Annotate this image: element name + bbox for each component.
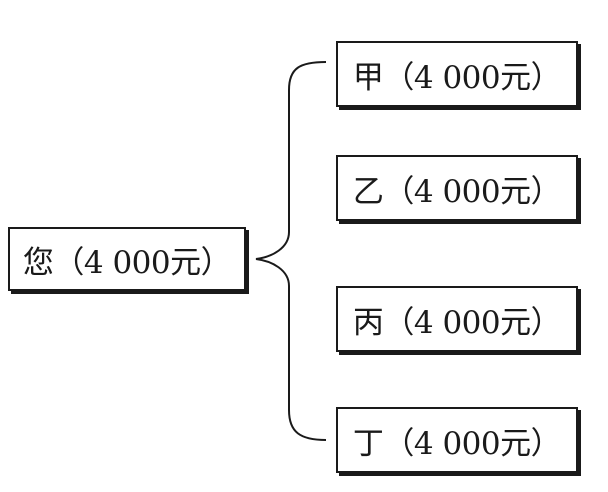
child-node-jia: 甲（4 000元） (336, 41, 578, 107)
root-node-you: 您（4 000元） (8, 227, 246, 291)
child-node-label: 甲（4 000元） (352, 59, 562, 96)
child-node-label: 乙（4 000元） (352, 173, 562, 210)
child-node-ding: 丁（4 000元） (336, 407, 578, 473)
child-node-label: 丁（4 000元） (352, 425, 562, 462)
child-node-yi: 乙（4 000元） (336, 155, 578, 221)
child-node-label: 丙（4 000元） (352, 304, 562, 341)
child-node-bing: 丙（4 000元） (336, 286, 578, 352)
root-node-label: 您（4 000元） (22, 244, 232, 281)
